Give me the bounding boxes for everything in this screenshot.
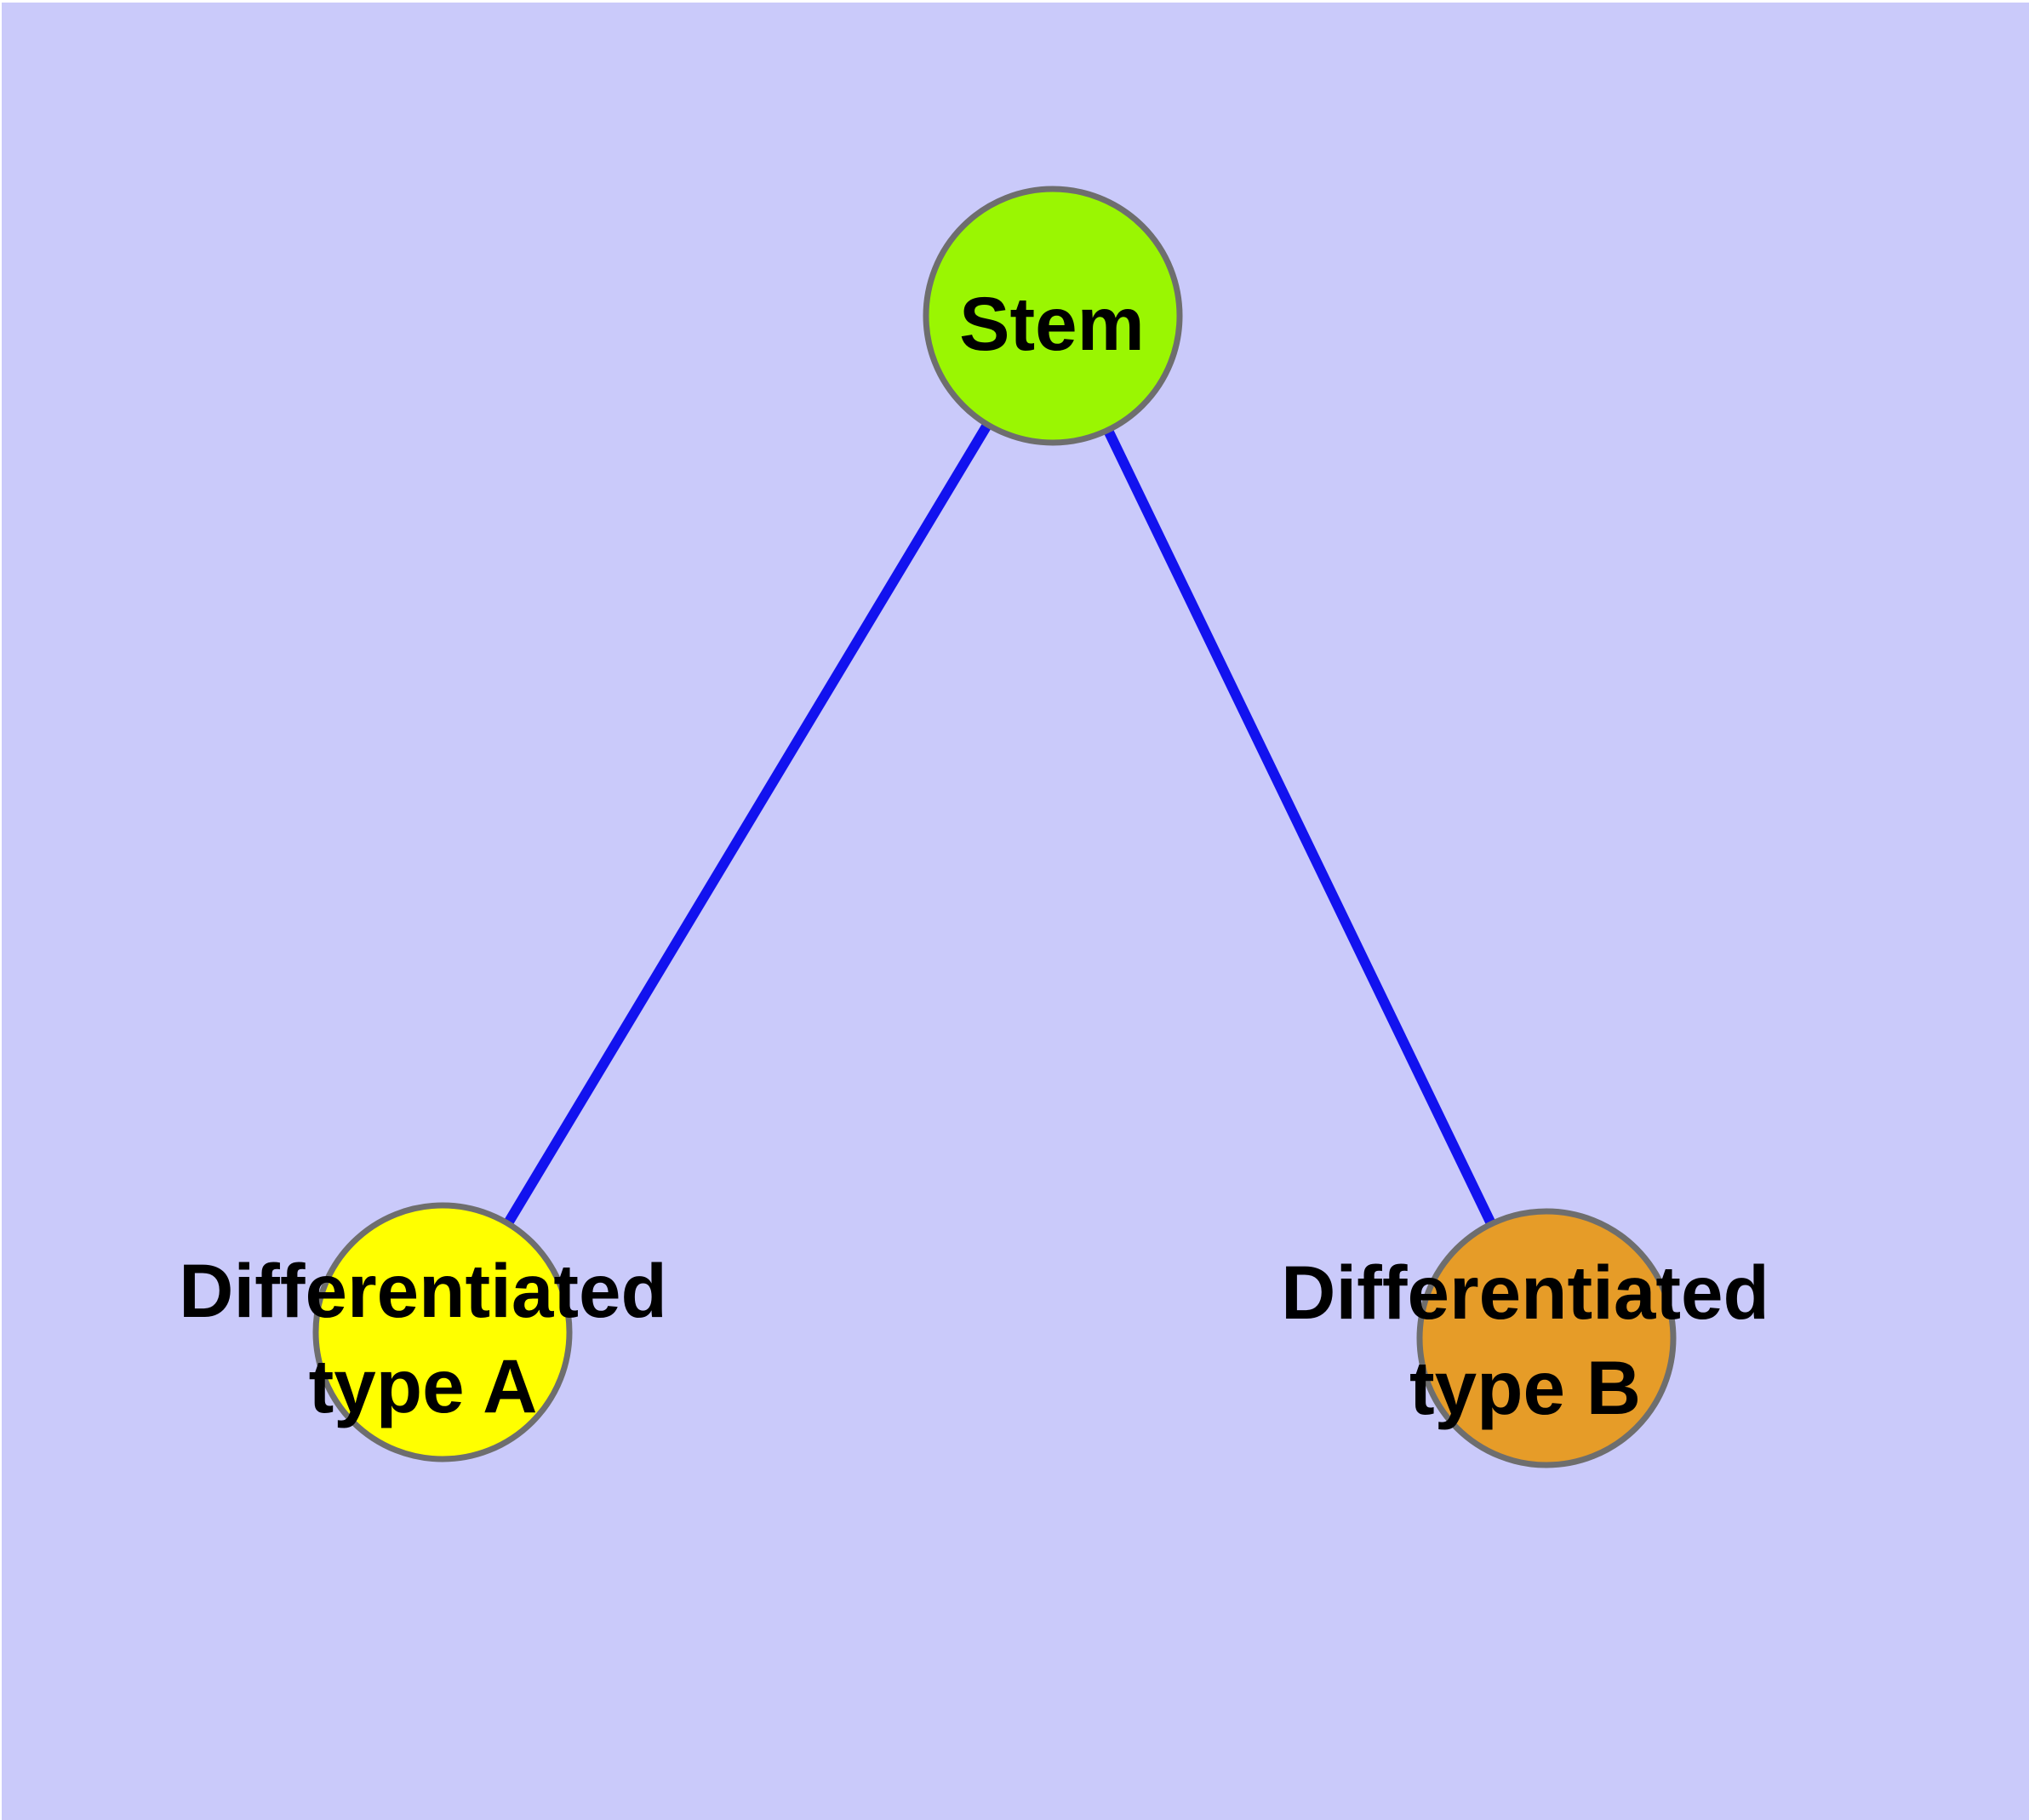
node-label-line: type B: [1409, 1345, 1641, 1430]
edge-stem-to-type-a: [437, 312, 1058, 1336]
node-label-stem: Stem: [959, 276, 1145, 371]
page-margin-top: [0, 0, 2029, 3]
node-label-line: Stem: [959, 281, 1145, 366]
edge-stem-to-type-b: [1048, 313, 1552, 1341]
node-label-line: Differentiated: [1281, 1250, 1769, 1335]
node-label-type-b: Differentiated type B: [1281, 1245, 1769, 1435]
node-label-type-a: Differentiated type A: [179, 1243, 667, 1434]
page-margin-left: [0, 0, 2, 1820]
node-type-a-circle: [312, 1202, 573, 1462]
node-label-line: Differentiated: [179, 1248, 667, 1333]
node-type-b-circle: [1416, 1208, 1677, 1468]
node-label-line: type A: [308, 1343, 538, 1428]
node-stem-circle: [923, 186, 1183, 446]
